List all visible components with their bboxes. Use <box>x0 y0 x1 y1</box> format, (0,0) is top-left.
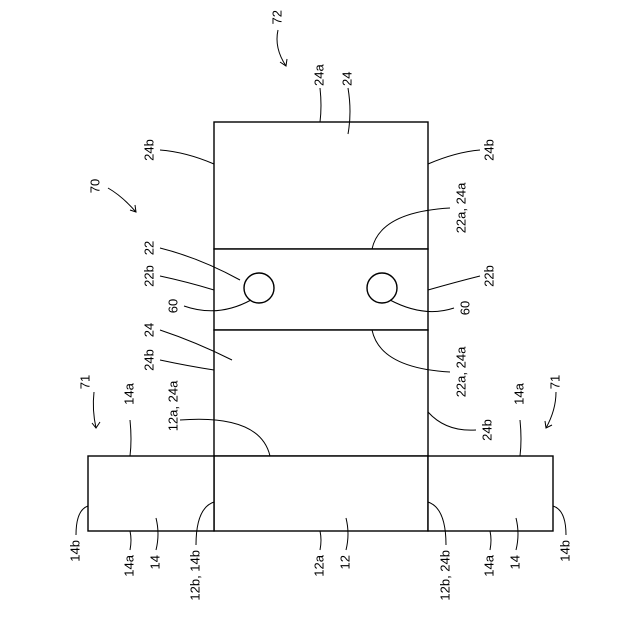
flange-14-right <box>428 456 553 531</box>
leader-24b-right-lower <box>428 412 476 430</box>
label-22b-right: 22b <box>481 265 496 287</box>
leader-14a-right-bottom <box>490 531 491 550</box>
label-70: 70 <box>87 179 102 193</box>
leader-14b-right <box>553 506 566 535</box>
base-member-12 <box>214 456 428 531</box>
label-14-left: 14 <box>147 555 162 569</box>
leader-24b-top-right <box>428 150 480 164</box>
leader-14a-left-bottom <box>130 531 131 550</box>
label-14a-left-top: 14a <box>121 382 136 404</box>
leader-14b-left <box>76 506 88 535</box>
label-22: 22 <box>141 241 156 255</box>
leader-71-left <box>93 392 96 428</box>
label-24b-right-lower: 24b <box>479 419 494 441</box>
label-22a24a-upper: 22a, 24a <box>453 182 468 233</box>
label-12a-bottom: 12a <box>311 554 326 576</box>
leader-12a-bottom <box>320 531 321 550</box>
label-14b-right: 14b <box>557 540 572 562</box>
top-block-24 <box>214 122 428 249</box>
leader-24b-top-left <box>160 150 214 164</box>
leader-22b-right <box>428 276 480 290</box>
label-72: 72 <box>269 10 284 24</box>
label-14a-right-bottom: 14a <box>481 554 496 576</box>
label-12: 12 <box>337 555 352 569</box>
arrowhead-71-left <box>92 422 100 428</box>
label-71-left: 71 <box>77 375 92 389</box>
label-60-right: 60 <box>457 301 472 315</box>
label-24b-top-left: 24b <box>141 139 156 161</box>
leader-24b-lower-left <box>160 360 214 370</box>
lower-block-24 <box>214 330 428 456</box>
label-14b-left: 14b <box>67 540 82 562</box>
leader-70 <box>108 188 136 212</box>
label-60-left: 60 <box>165 299 180 313</box>
leader-22b-left <box>160 276 214 290</box>
label-12b24b: 12b, 24b <box>437 550 452 601</box>
hole-60-left <box>244 273 274 303</box>
label-14-right: 14 <box>507 555 522 569</box>
leader-24a-top <box>320 88 321 122</box>
label-24-top: 24 <box>339 72 354 86</box>
label-22a24a-lower: 22a, 24a <box>453 346 468 397</box>
label-71-right: 71 <box>547 375 562 389</box>
leader-72 <box>277 30 286 66</box>
label-24b-top-right: 24b <box>481 139 496 161</box>
label-12a24a: 12a, 24a <box>165 380 180 431</box>
leader-14a-right-top <box>520 420 521 456</box>
flange-14-left <box>88 456 214 531</box>
label-24-lower: 24 <box>141 323 156 337</box>
leader-71-right <box>546 392 556 428</box>
label-14a-right-top: 14a <box>511 382 526 404</box>
label-12b14b: 12b, 14b <box>187 550 202 601</box>
hole-60-right <box>367 273 397 303</box>
leader-14a-left-top <box>130 420 131 456</box>
label-14a-left-bottom: 14a <box>121 554 136 576</box>
label-24b-lower-left: 24b <box>141 349 156 371</box>
label-24a-top: 24a <box>311 64 326 86</box>
label-22b-left: 22b <box>141 265 156 287</box>
